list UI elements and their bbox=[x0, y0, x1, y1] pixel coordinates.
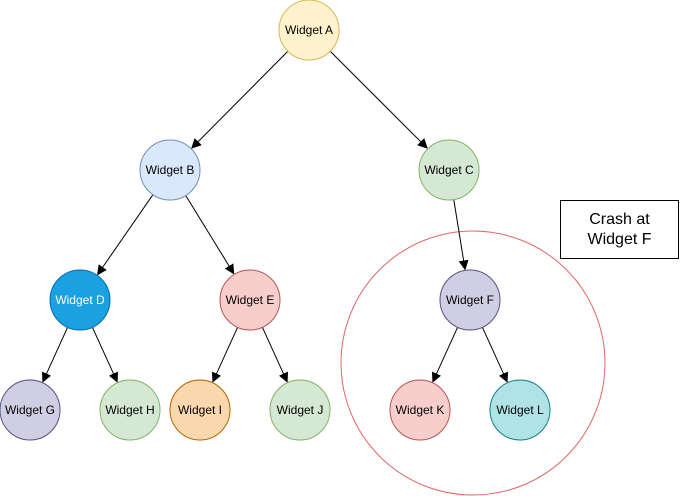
node-widget-c-circle bbox=[418, 139, 480, 201]
crash-callout-line-2: Widget F bbox=[587, 230, 652, 248]
node-widget-g-label: Widget G bbox=[5, 403, 55, 417]
node-widget-g-circle bbox=[0, 379, 61, 441]
crash-region-circle bbox=[340, 230, 606, 496]
nodes-layer: Widget A Widget B Widget C Widget D Widget E… bbox=[0, 0, 551, 441]
node-widget-l: Widget L bbox=[489, 379, 551, 441]
node-widget-d-label: Widget D bbox=[55, 293, 105, 307]
node-widget-h-circle bbox=[99, 379, 161, 441]
edge-e-to-i bbox=[212, 327, 239, 383]
node-widget-j-circle bbox=[269, 379, 331, 441]
edge-e-to-j bbox=[261, 327, 288, 383]
node-widget-j-label: Widget J bbox=[277, 403, 324, 417]
node-widget-a: Widget A bbox=[278, 0, 340, 61]
edge-b-to-e bbox=[185, 195, 235, 275]
crash-callout-text: Crash at Widget F bbox=[587, 210, 651, 250]
node-widget-b-label: Widget B bbox=[146, 163, 195, 177]
node-widget-k: Widget K bbox=[389, 379, 451, 441]
edge-c-to-f bbox=[453, 199, 469, 271]
node-widget-f-label: Widget F bbox=[446, 293, 494, 307]
edge-f-to-l bbox=[481, 327, 508, 383]
node-widget-h: Widget H bbox=[99, 379, 161, 441]
edge-d-to-h bbox=[91, 327, 118, 383]
edge-d-to-g bbox=[42, 327, 69, 383]
node-widget-i-label: Widget I bbox=[178, 403, 222, 417]
node-widget-l-label: Widget L bbox=[496, 403, 544, 417]
edges-layer bbox=[42, 50, 508, 383]
node-widget-h-label: Widget H bbox=[105, 403, 154, 417]
node-widget-i: Widget I bbox=[169, 379, 231, 441]
node-widget-i-circle bbox=[169, 379, 231, 441]
crash-callout-line-1: Crash at bbox=[589, 210, 650, 228]
node-widget-e: Widget E bbox=[219, 269, 281, 331]
node-widget-f: Widget F bbox=[439, 269, 501, 331]
edge-a-to-c bbox=[329, 50, 428, 149]
node-widget-e-label: Widget E bbox=[226, 293, 275, 307]
node-widget-d-circle bbox=[49, 269, 111, 331]
node-widget-c: Widget C bbox=[418, 139, 480, 201]
crash-callout-box: Crash at Widget F bbox=[560, 200, 679, 259]
edge-f-to-k bbox=[432, 327, 459, 383]
node-widget-g: Widget G bbox=[0, 379, 61, 441]
crash-region-layer bbox=[340, 230, 606, 496]
node-widget-k-label: Widget K bbox=[396, 403, 445, 417]
node-widget-d: Widget D bbox=[49, 269, 111, 331]
node-widget-k-circle bbox=[389, 379, 451, 441]
node-widget-b-circle bbox=[139, 139, 201, 201]
node-widget-e-circle bbox=[219, 269, 281, 331]
node-widget-l-circle bbox=[489, 379, 551, 441]
edge-b-to-d bbox=[97, 194, 154, 276]
node-widget-a-circle bbox=[278, 0, 340, 61]
node-widget-f-circle bbox=[439, 269, 501, 331]
node-widget-b: Widget B bbox=[139, 139, 201, 201]
node-widget-j: Widget J bbox=[269, 379, 331, 441]
node-widget-c-label: Widget C bbox=[424, 163, 474, 177]
edge-a-to-b bbox=[191, 50, 289, 149]
node-widget-a-label: Widget A bbox=[285, 23, 333, 37]
